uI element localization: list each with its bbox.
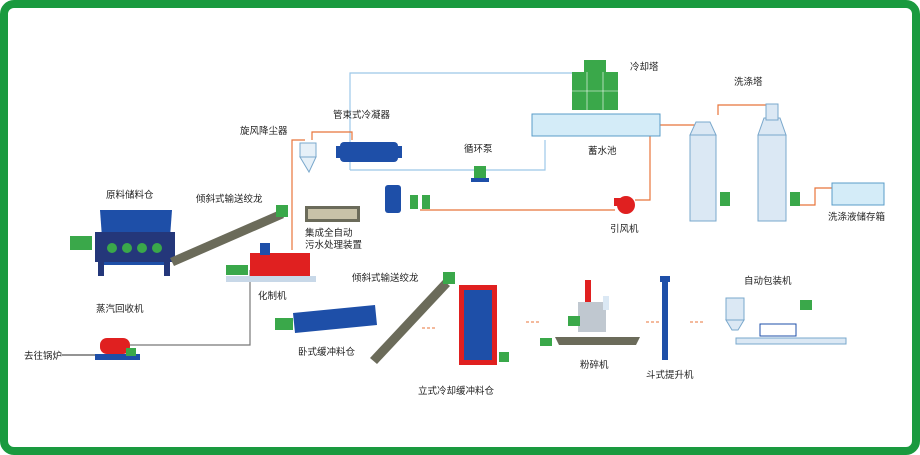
cooling-water-return [350,140,546,171]
label-raw-bin: 原料储料仓 [106,189,154,201]
steam-return-pipe [130,270,251,346]
vapor-pipe-cyclone-condenser [311,131,353,140]
induced-fan [614,196,635,214]
incline-conveyor-1 [170,205,288,266]
label-sewage: 污水处理装置 [305,239,362,251]
label-water-pool: 蓄水池 [588,145,617,157]
crusher [540,280,640,346]
chem-processor [226,243,316,282]
label-cooling-tower: 冷却塔 [630,61,659,73]
label-induced-fan: 引风机 [610,223,639,235]
cooling-tower [572,60,618,110]
label-incline-conveyor-1: 倾斜式输送绞龙 [196,193,263,205]
steam-recovery-unit [95,338,140,360]
label-wash-tank: 洗涤液储存箱 [828,211,885,223]
bucket-elevator [660,276,670,360]
label-horizontal-bin: 卧式缓冲料仓 [298,346,356,358]
wash-tower-2 [757,103,800,222]
label-bucket-elevator: 斗式提升机 [646,369,694,381]
auto-packing-machine [725,297,847,345]
water-pool [531,113,661,137]
label-cyclone: 旋风降尘器 [240,125,288,137]
vertical-cooling-bin [459,285,509,365]
label-steam-recovery: 蒸汽回收机 [96,303,144,315]
label-crusher: 粉碎机 [580,359,609,371]
horizontal-buffer-bin [275,305,377,333]
flow-arrows [422,321,704,329]
raw-material-bin [70,210,175,276]
label-vertical-bin: 立式冷却缓冲料仓 [418,385,495,397]
label-condenser: 管束式冷凝器 [333,109,391,121]
sewage-treatment-unit [305,206,360,222]
shell-tube-condenser [336,142,402,162]
label-wash-tower: 洗涤塔 [734,76,763,88]
circulation-pump [471,166,489,182]
label-chem-machine: 化制机 [258,290,287,302]
cyclone-dust-separator [299,142,317,174]
label-incline-conveyor-2: 倾斜式输送绞龙 [352,272,419,284]
label-to-boiler: 去往锅炉 [24,350,62,362]
incline-conveyor-2 [370,272,455,364]
wash-liquid-tank [831,182,885,206]
vapor-pipe-tower-tower [717,104,771,118]
labels: 原料储料仓 倾斜式输送绞龙 旋风降尘器 管束式冷凝器 循环泵 冷却塔 蓄水池 洗… [24,61,885,397]
vapor-pipe-main [291,139,305,250]
vacuum-tank [385,185,430,213]
label-auto-packer: 自动包装机 [744,275,792,287]
label-integrated: 集成全自动 [305,227,353,239]
vapor-pipe-fan-tower [635,124,705,201]
wash-liquid-pipe [795,187,832,206]
cooling-water-pipe [349,72,585,170]
wash-tower-1 [689,121,730,222]
label-circ-pump: 循环泵 [464,143,493,155]
